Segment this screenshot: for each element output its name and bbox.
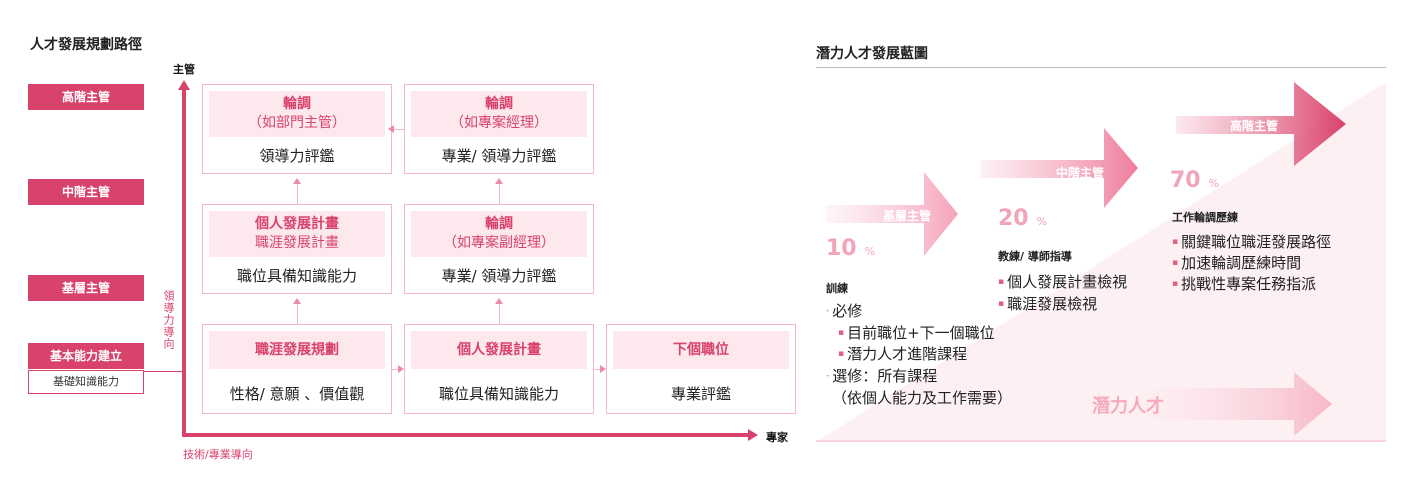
y-axis-note: 領導力導向 xyxy=(162,290,175,350)
title-divider xyxy=(816,67,1386,68)
node-rotation-dept-manager: 輪調 （如部門主管） 領導力評鑑 xyxy=(202,84,392,174)
stage1-must: -必修 xyxy=(826,302,863,320)
y-axis-label: 主管 xyxy=(173,63,195,76)
stage1-head: 訓練 xyxy=(826,282,848,295)
node-sub: （如部門主管） xyxy=(248,115,346,131)
node-next-position: 下個職位 專業評鑑 xyxy=(606,324,796,414)
stage3-head: 工作輪調歷練 xyxy=(1172,211,1238,224)
node-bottom: 領導力評鑑 xyxy=(259,147,335,165)
stage1-elective-note: （依個人能力及工作需要） xyxy=(832,389,1013,407)
stage-arrow-senior xyxy=(1176,82,1346,166)
stage-label-middle: 中階主管 xyxy=(1056,166,1105,180)
node-personal-dev-plan: 個人發展計畫職涯發展計畫 職位具備知識能力 xyxy=(202,204,392,294)
right-title: 潛力人才發展藍圖 xyxy=(816,46,928,62)
stage-label-junior: 基層主管 xyxy=(883,209,932,223)
connector-arrow xyxy=(495,298,503,304)
connector xyxy=(297,181,298,204)
connector xyxy=(594,369,600,370)
node-main: 輪調 xyxy=(485,96,513,112)
x-axis-line xyxy=(182,433,748,437)
x-axis-label: 專家 xyxy=(766,431,788,444)
stage3-item: ▪關鍵職位職涯發展路徑 xyxy=(1172,233,1332,251)
stage1-elective: -選修：所有課程 xyxy=(826,367,938,385)
node-sub: 職涯發展計畫 xyxy=(255,235,339,251)
talent-label: 潛力人才 xyxy=(1092,396,1164,417)
connector-arrow xyxy=(600,365,606,373)
blueprint-graphic xyxy=(816,82,1386,442)
stage2-head: 教練/ 導師指導 xyxy=(998,250,1072,263)
connector-arrow xyxy=(293,298,301,304)
base-connector xyxy=(144,371,182,372)
node-main: 個人發展計畫 xyxy=(255,216,339,232)
node-bottom: 性格/ 意願 、價值觀 xyxy=(229,385,365,403)
connector xyxy=(394,129,404,130)
stage-label-senior: 高階主管 xyxy=(1230,119,1279,133)
node-bottom: 職位具備知識能力 xyxy=(236,267,357,285)
x-axis-arrowhead xyxy=(748,429,758,441)
node-bottom: 職位具備知識能力 xyxy=(438,385,559,403)
node-career-planning: 職涯發展規劃 性格/ 意願 、價值觀 xyxy=(202,324,392,414)
node-bottom: 專業/ 領導力評鑑 xyxy=(441,147,557,165)
stage3-percent: 70% xyxy=(1170,168,1220,193)
connector-arrow xyxy=(388,125,394,133)
level-senior: 高階主管 xyxy=(28,84,144,110)
node-main: 職涯發展規劃 xyxy=(255,341,339,358)
connector xyxy=(499,181,500,204)
stage2-item: ▪職涯發展檢視 xyxy=(998,295,1098,313)
left-title: 人才發展規劃路徑 xyxy=(30,37,142,53)
level-junior: 基層主管 xyxy=(28,275,144,301)
node-rotation-project-manager: 輪調 （如專案經理） 專業/ 領導力評鑑 xyxy=(404,84,594,174)
node-main: 輪調 xyxy=(283,96,311,112)
connector-arrow xyxy=(495,178,503,184)
y-axis-arrowhead xyxy=(178,80,190,90)
background-wedge xyxy=(816,82,1386,442)
y-axis-line xyxy=(182,89,186,437)
stage-arrow-junior xyxy=(826,172,958,256)
stage-arrow-middle xyxy=(981,128,1138,208)
node-bottom: 專業/ 領導力評鑑 xyxy=(441,267,557,285)
node-sub: （如專案副經理） xyxy=(443,235,555,251)
level-basic: 基本能力建立 xyxy=(28,343,144,369)
x-axis-note: 技術/專業導向 xyxy=(183,448,253,461)
node-rotation-deputy-pm: 輪調 （如專案副經理） 專業/ 領導力評鑑 xyxy=(404,204,594,294)
stage3-item: ▪挑戰性專案任務指派 xyxy=(1172,275,1317,293)
stage1-must-item: ▪潛力人才進階課程 xyxy=(838,345,968,363)
base-knowledge-label: 基礎知識能力 xyxy=(28,370,144,394)
level-middle: 中階主管 xyxy=(28,179,144,205)
stage1-percent: 10% xyxy=(826,236,876,261)
connector xyxy=(392,369,398,370)
node-bottom: 專業評鑑 xyxy=(670,385,731,403)
connector-arrow xyxy=(398,365,404,373)
node-sub: （如專案經理） xyxy=(450,115,548,131)
stage2-item: ▪個人發展計畫檢視 xyxy=(998,273,1128,291)
stage3-item: ▪加速輪調歷練時間 xyxy=(1172,254,1302,272)
stage2-percent: 20% xyxy=(998,206,1048,231)
connector xyxy=(499,301,500,324)
node-main: 下個職位 xyxy=(673,341,729,358)
node-personal-plan-2: 個人發展計畫 職位具備知識能力 xyxy=(404,324,594,414)
node-main: 個人發展計畫 xyxy=(457,341,541,358)
stage1-must-item: ▪目前職位+下一個職位 xyxy=(838,324,995,342)
node-main: 輪調 xyxy=(485,216,513,232)
bottom-arrow xyxy=(1116,372,1332,436)
connector xyxy=(297,301,298,324)
connector-arrow xyxy=(293,178,301,184)
